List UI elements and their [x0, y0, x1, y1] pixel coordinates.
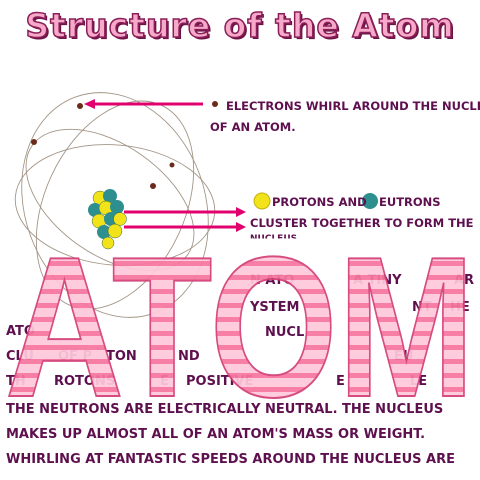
electrons-caption-line2: of an atom. [210, 120, 296, 134]
para-l3c: e [160, 374, 169, 389]
arrow-electrons [84, 99, 203, 109]
para-l3b: rotons [54, 374, 116, 389]
para-l2e: eu [394, 349, 414, 364]
para-l3e: e [336, 374, 345, 389]
para-l1: Ato [6, 324, 35, 339]
para-r1a: n ato [250, 273, 295, 288]
para-r3: nucl [265, 325, 305, 340]
para-l2b: of p [58, 349, 92, 364]
para-l3a: th [6, 374, 26, 389]
para-l3d: positive [186, 374, 254, 389]
para-line4: the neutrons are electrically neutral. t… [6, 402, 444, 417]
cluster-caption-line2: nucleus [250, 234, 298, 244]
para-l3f: le [410, 374, 428, 389]
electrons-caption-line1: Electrons whirl around the nucleus [226, 99, 480, 113]
electron-dots [31, 101, 218, 189]
arrow-nucleus-top [124, 207, 246, 217]
para-r1c: ar [454, 273, 475, 288]
proton-swatch [253, 192, 271, 210]
para-line6: whirling at fantastic speeds around the … [6, 452, 455, 467]
neutron-swatch [362, 193, 378, 209]
para-l2a: clu [6, 349, 34, 364]
para-r2a: ystem [250, 300, 300, 315]
cluster-caption: cluster together to form the [250, 216, 474, 230]
page-title: Structure of the Atom [25, 5, 455, 46]
para-l2d: nd [178, 349, 200, 364]
para-r2c: he [450, 300, 470, 315]
protons-label: Protons and [272, 195, 367, 209]
para-line5: makes up almost all of an atom's mass or… [6, 427, 426, 442]
neutrons-label: eutrons [379, 195, 441, 209]
para-line7-partial [6, 474, 11, 480]
para-r2b: nt [412, 300, 432, 315]
arrow-nucleus-bottom [124, 222, 246, 232]
nucleus-cluster [88, 189, 127, 250]
para-r1b: a tiny [353, 273, 402, 288]
para-l2c: ton [106, 349, 137, 364]
